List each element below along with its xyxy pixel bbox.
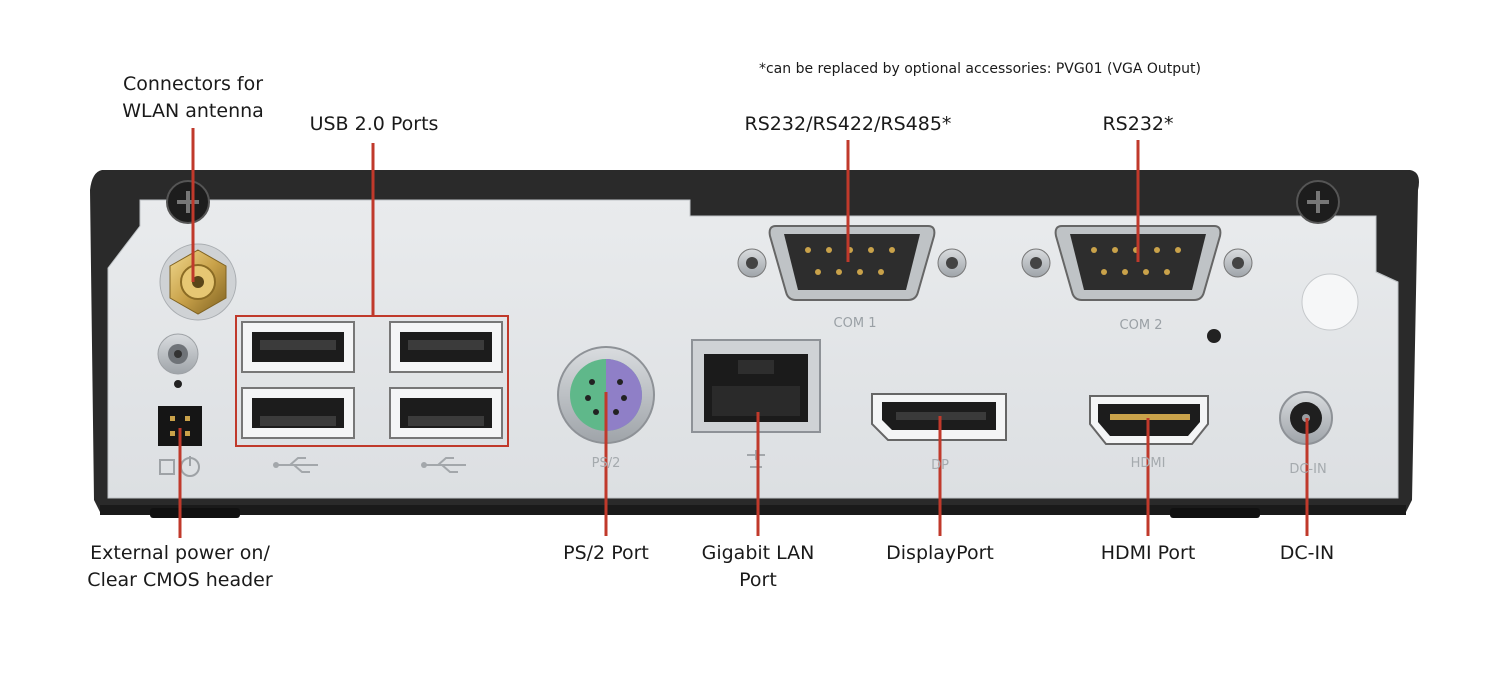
reset-button — [157, 333, 199, 388]
callout-label-ps2: PS/2 Port — [563, 542, 649, 564]
callout-label-hdmi: HDMI Port — [1100, 542, 1196, 564]
usb-port — [241, 387, 355, 439]
indicator-hole — [1207, 329, 1221, 343]
hdmi-mark: HDMI — [1130, 456, 1166, 471]
dcin-mark: DC-IN — [1289, 462, 1327, 477]
callout-label-dcin: DC-IN — [1279, 542, 1335, 564]
usb-icon — [273, 457, 318, 473]
usb-port — [241, 321, 355, 373]
dp-mark: DP — [931, 458, 949, 473]
usb-port — [389, 387, 503, 439]
callout-label-displayport: DisplayPort — [886, 542, 994, 564]
ps2-mark: PS/2 — [591, 456, 621, 471]
usb-port — [389, 321, 503, 373]
com1-mark: COM 1 — [833, 316, 877, 331]
usb-icon — [421, 457, 466, 473]
callout-lines — [178, 128, 1309, 538]
lan-port — [691, 339, 821, 433]
footnote: *can be replaced by optional accessories… — [758, 61, 1202, 77]
screw-icon — [166, 180, 210, 224]
screw-icon — [1296, 180, 1340, 224]
network-icon — [747, 450, 765, 468]
callout-label-rs232-rs422-rs485: RS232/RS422/RS485* — [744, 113, 952, 135]
knockout-hole — [1301, 273, 1359, 331]
usb-ports — [235, 315, 509, 447]
wlan-antenna-connector — [159, 243, 237, 321]
com1-port — [737, 225, 967, 301]
callout-label-rs232: RS232* — [1102, 113, 1174, 135]
com2-port — [1021, 225, 1253, 301]
callout-label-power-cmos: External power on/Clear CMOS header — [87, 542, 273, 591]
callout-label-usb: USB 2.0 Ports — [309, 113, 439, 135]
com2-mark: COM 2 — [1119, 318, 1163, 333]
